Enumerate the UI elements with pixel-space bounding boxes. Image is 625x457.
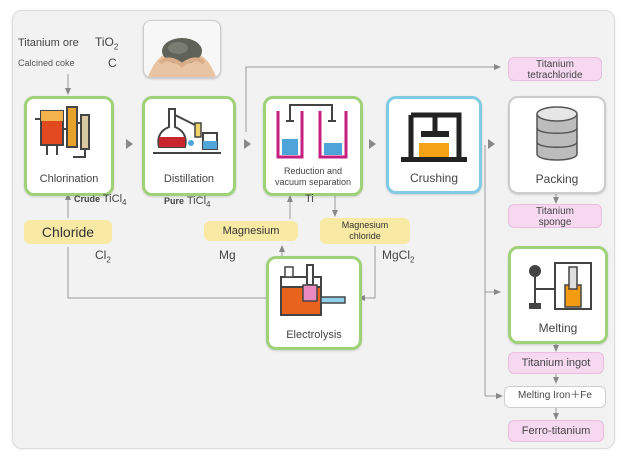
electrolysis-label: Electrolysis xyxy=(286,329,342,341)
drum-container-icon xyxy=(536,106,578,161)
electrolysis-cell-icon xyxy=(280,264,346,316)
mg-flow-label: Mg xyxy=(219,248,236,262)
reduction-label-line1: Reduction and xyxy=(283,166,343,176)
ti-flow-label: Ti xyxy=(305,193,314,205)
distillation-apparatus-icon xyxy=(153,108,221,154)
tio2-formula: TiO xyxy=(95,35,114,49)
electrolysis-step[interactable]: Electrolysis xyxy=(266,256,362,350)
pure-subscript: 4 xyxy=(206,200,211,210)
tio2-subscript: 2 xyxy=(113,42,119,52)
titanium-ore-photo xyxy=(143,20,221,78)
magnesium-chloride-line1: Magnesium xyxy=(341,220,389,230)
melting-step[interactable]: Melting xyxy=(508,246,608,344)
titanium-ore-formula: TiO2 xyxy=(95,35,118,51)
melting-iron-tag: Melting Iron＋Fe xyxy=(504,386,606,408)
sponge-line2: sponge xyxy=(538,217,572,228)
chlorination-label: Chlorination xyxy=(39,173,99,185)
pure-prefix: Pure xyxy=(164,196,185,206)
reduction-label: Reduction and vacuum separation xyxy=(266,166,360,188)
melting-furnace-icon xyxy=(529,262,592,310)
packing-step[interactable]: Packing xyxy=(508,96,606,194)
crude-prefix: Crude xyxy=(74,194,101,204)
chlorination-furnace-icon xyxy=(35,106,90,158)
pure-ticl4-label: Pure TiCl4 xyxy=(164,195,210,209)
distillation-label: Distillation xyxy=(163,173,215,185)
titanium-tetrachloride-tag: Titanium tetrachloride xyxy=(508,57,602,81)
diagram-frame xyxy=(12,10,615,449)
cl2-formula: Cl xyxy=(95,248,107,262)
chlorination-step[interactable]: Chlorination xyxy=(24,96,114,196)
titanium-ore-text: Titanium ore xyxy=(18,37,79,49)
titanium-ingot-tag: Titanium ingot xyxy=(508,352,604,374)
crude-formula: TiCl xyxy=(102,193,123,205)
pure-formula: TiCl xyxy=(186,195,207,207)
ferro-titanium-tag: Ferro-titanium xyxy=(508,420,604,442)
sponge-line1: Titanium xyxy=(536,206,574,217)
melting-label: Melting xyxy=(538,321,578,335)
calcined-coke-text: Calcined coke xyxy=(18,58,75,68)
cl2-flow-label: Cl2 xyxy=(95,248,111,264)
packing-label: Packing xyxy=(535,172,579,186)
calcined-coke-label: Calcined coke xyxy=(18,58,75,68)
magnesium-tag: Magnesium xyxy=(204,221,298,241)
crushing-label: Crushing xyxy=(409,171,459,185)
mgcl2-subscript: 2 xyxy=(410,255,415,265)
titanium-sponge-tag: Titanium sponge xyxy=(508,204,602,228)
crude-ticl4-label: Crude TiCl4 xyxy=(74,193,126,207)
tetrachloride-line1: Titanium xyxy=(536,59,574,70)
coke-formula: C xyxy=(108,56,117,70)
ore-in-hands-illustration xyxy=(148,38,216,77)
crushing-step[interactable]: Crushing xyxy=(386,96,482,194)
crushing-press-icon xyxy=(401,112,467,162)
magnesium-chloride-tag: Magnesium chloride xyxy=(320,218,410,244)
distillation-step[interactable]: Distillation xyxy=(142,96,236,196)
reduction-label-line2: vacuum separation xyxy=(274,177,352,187)
magnesium-chloride-line2: chloride xyxy=(349,231,381,241)
titanium-ore-label: Titanium ore xyxy=(18,37,79,49)
mgcl2-formula: MgCl xyxy=(382,248,411,262)
crude-subscript: 4 xyxy=(122,198,127,208)
reduction-vacuum-separation-step[interactable]: Reduction and vacuum separation xyxy=(263,96,363,196)
chloride-tag: Chloride xyxy=(24,220,112,244)
reduction-vessel-icon xyxy=(276,104,348,159)
tetrachloride-line2: tetrachloride xyxy=(527,70,583,81)
mgcl2-flow-label: MgCl2 xyxy=(382,248,414,264)
cl2-subscript: 2 xyxy=(106,255,111,265)
